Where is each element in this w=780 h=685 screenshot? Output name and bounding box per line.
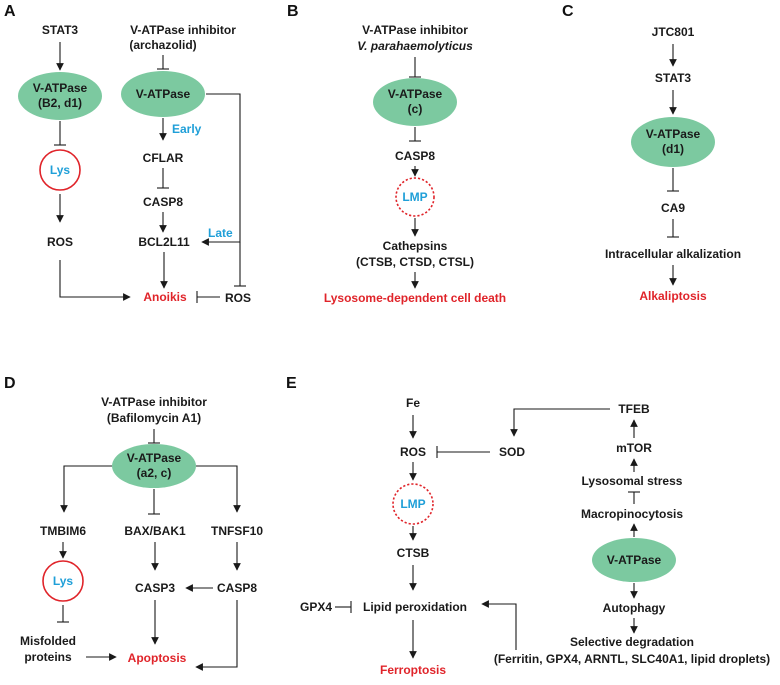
c-ca9: CA9 [661, 201, 685, 215]
a-vatpase: V-ATPase [136, 87, 191, 101]
a-ros-right: ROS [225, 291, 251, 305]
e-lipid-peroxidation: Lipid peroxidation [363, 600, 467, 614]
e-ros: ROS [400, 445, 426, 459]
e-gpx4: GPX4 [300, 600, 332, 614]
panel-e-label: E [286, 375, 297, 392]
e-sod: SOD [499, 445, 525, 459]
a-anoikis: Anoikis [143, 290, 187, 304]
e-lysosomal-stress: Lysosomal stress [582, 474, 683, 488]
a-bcl2l11: BCL2L11 [138, 235, 190, 249]
d-vatpase-node [112, 444, 196, 488]
panel-b-label: B [287, 3, 299, 20]
a-vatpase-b2d1-node [18, 72, 102, 120]
b-outcome: Lysosome-dependent cell death [324, 291, 506, 305]
c-alkalization: Intracellular alkalization [605, 247, 741, 261]
d-outcome: Apoptosis [128, 651, 187, 665]
d-casp3: CASP3 [135, 581, 175, 595]
e-vatpase: V-ATPase [607, 553, 662, 567]
c-vatpase-line2: (d1) [662, 142, 684, 156]
panel-a-label: A [4, 3, 16, 20]
d-arrow-casp8-apoptosis [195, 600, 238, 671]
a-inhibitor-line1: V-ATPase inhibitor [130, 23, 236, 37]
a-stat3: STAT3 [42, 23, 79, 37]
a-casp8: CASP8 [143, 195, 183, 209]
panel-c: C JTC801 STAT3 V-ATPase (d1) CA9 Intrace… [562, 3, 741, 303]
c-vatpase-node [631, 117, 715, 167]
a-inhibitor-line2: (archazolid) [129, 38, 196, 52]
b-casp8: CASP8 [395, 149, 435, 163]
a-arrow-ros-anoikis [59, 260, 131, 301]
e-selective-line1: Selective degradation [570, 635, 694, 649]
b-vatpase-line1: V-ATPase [388, 87, 443, 101]
e-mtor: mTOR [616, 441, 652, 455]
b-lmp-circle [395, 177, 435, 217]
b-vatpase-node [373, 78, 457, 126]
a-vatpase-b2d1-line1: V-ATPase [33, 81, 88, 95]
b-lmp: LMP [402, 190, 427, 204]
c-outcome: Alkaliptosis [639, 289, 707, 303]
e-arrow-tfeb-sod [510, 408, 610, 437]
a-early-label: Early [172, 122, 202, 136]
d-vatpase-line1: V-ATPase [127, 451, 182, 465]
d-vatpase-line2: (a2, c) [137, 466, 172, 480]
b-cathepsins-line2: (CTSB, CTSD, CTSL) [356, 255, 474, 269]
d-casp8: CASP8 [217, 581, 257, 595]
a-cflar: CFLAR [143, 151, 184, 165]
e-autophagy: Autophagy [603, 601, 666, 615]
d-inhibitor-line2: (Bafilomycin A1) [107, 411, 201, 425]
b-inhibitor-line1: V-ATPase inhibitor [362, 23, 468, 37]
e-arrow-selective-lipid [481, 600, 517, 650]
a-lys: Lys [50, 163, 71, 177]
panel-b: B V-ATPase inhibitor V. parahaemolyticus… [287, 3, 506, 305]
d-inhibitor-line1: V-ATPase inhibitor [101, 395, 207, 409]
d-lys-circle [42, 560, 84, 602]
e-selective-line2: (Ferritin, GPX4, ARNTL, SLC40A1, lipid d… [494, 652, 770, 666]
a-vatpase-node [121, 71, 205, 117]
e-ctsb: CTSB [397, 546, 430, 560]
d-misfolded-line2: proteins [24, 650, 72, 664]
b-inhibitor-line2: V. parahaemolyticus [357, 39, 473, 53]
c-stat3: STAT3 [655, 71, 692, 85]
panel-d-label: D [4, 375, 16, 392]
panel-d: D V-ATPase inhibitor (Bafilomycin A1) V-… [4, 375, 263, 671]
e-outcome: Ferroptosis [380, 663, 446, 677]
d-arrow-vatpase-tnfsf10 [196, 465, 241, 513]
a-late-label: Late [208, 226, 233, 240]
d-misfolded-line1: Misfolded [20, 634, 76, 648]
e-fe: Fe [406, 396, 420, 410]
a-ros-left: ROS [47, 235, 73, 249]
b-vatpase-line2: (c) [408, 102, 423, 116]
panel-c-label: C [562, 3, 574, 20]
d-arrow-vatpase-tmbim6 [60, 465, 112, 513]
b-cathepsins-line1: Cathepsins [383, 239, 448, 253]
d-tmbim6: TMBIM6 [40, 524, 86, 538]
e-vatpase-node [592, 538, 676, 582]
d-bax: BAX/BAK1 [124, 524, 186, 538]
e-macropinocytosis: Macropinocytosis [581, 507, 683, 521]
c-vatpase-line1: V-ATPase [646, 127, 701, 141]
a-arrow-vatpase-late [201, 93, 241, 246]
e-lmp: LMP [400, 497, 425, 511]
c-jtc801: JTC801 [652, 25, 695, 39]
a-lys-circle [39, 149, 81, 191]
d-lys: Lys [53, 574, 74, 588]
panel-a: A STAT3 V-ATPase (B2, d1) Lys ROS V-ATPa… [4, 3, 251, 305]
panel-e: E Fe ROS SOD TFEB mTOR Lysosomal stress … [286, 375, 770, 677]
a-vatpase-b2d1-line2: (B2, d1) [38, 96, 82, 110]
e-tfeb: TFEB [618, 402, 650, 416]
d-tnfsf10: TNFSF10 [211, 524, 263, 538]
e-lmp-circle [392, 483, 434, 525]
